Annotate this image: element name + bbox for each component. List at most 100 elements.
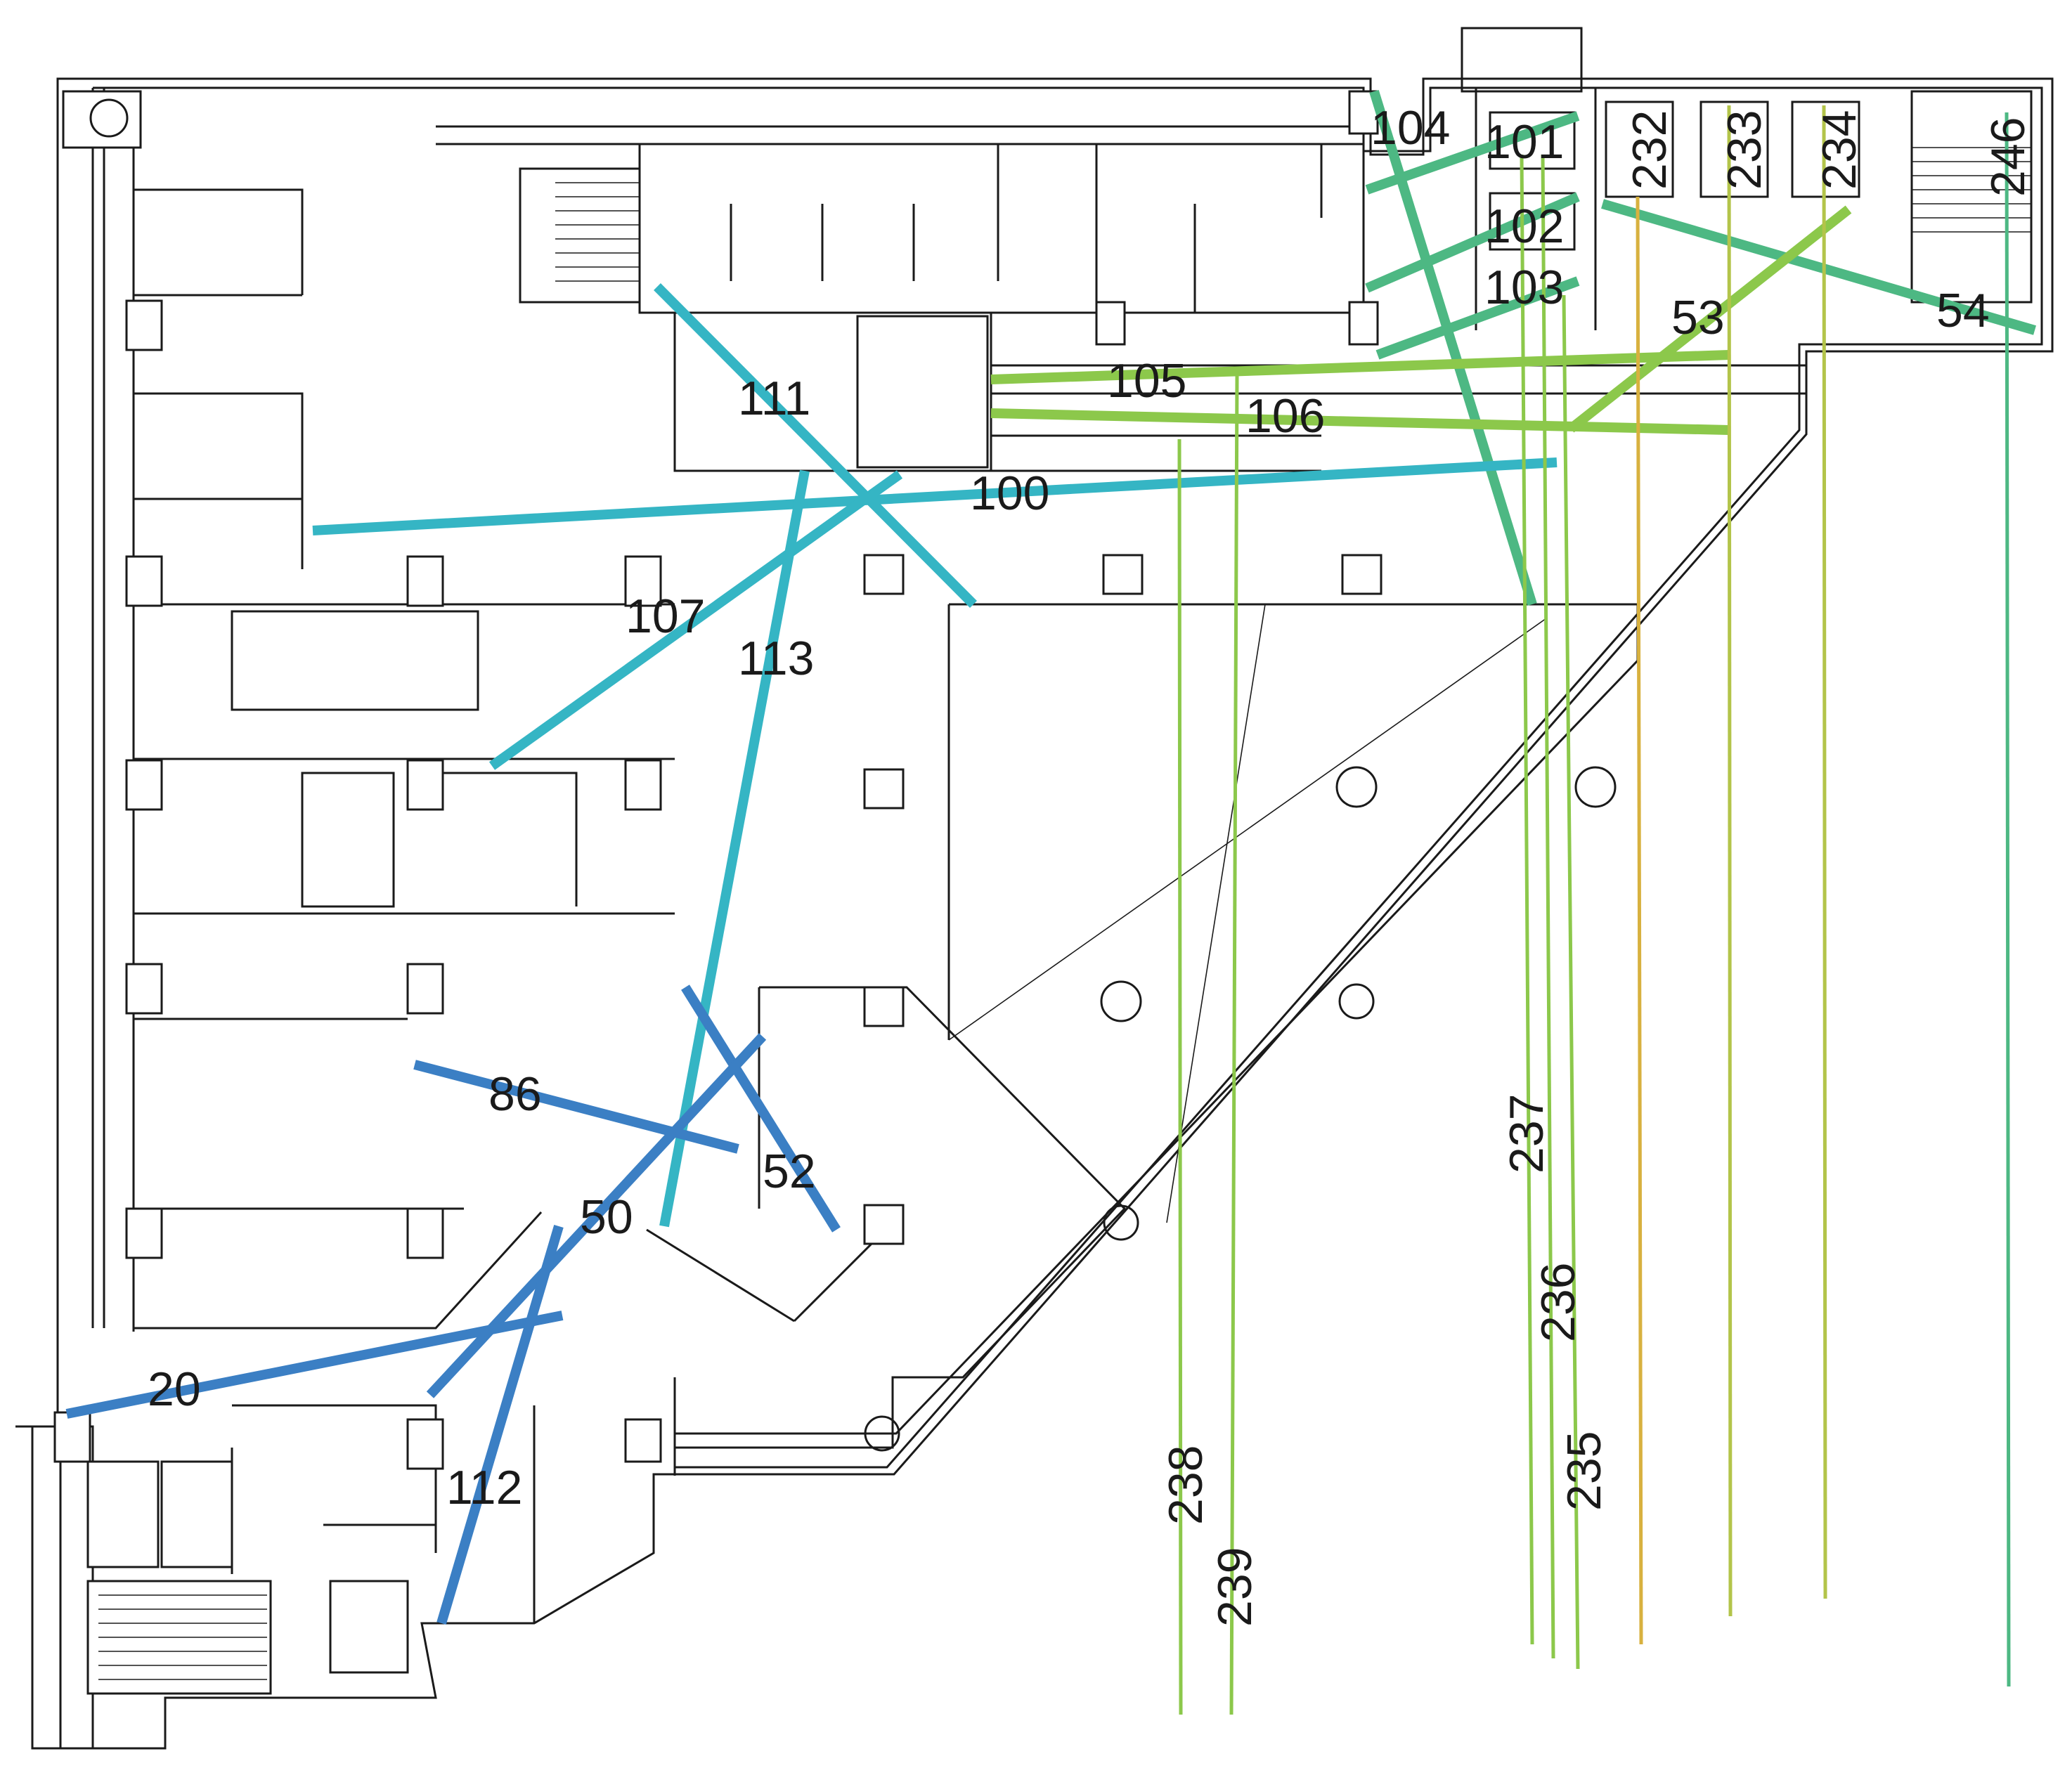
column-tl	[89, 98, 129, 138]
office-row-top-dividers	[730, 144, 1323, 313]
atrium-diagonal-a	[948, 618, 1547, 1041]
column	[863, 554, 905, 595]
ray-105	[990, 350, 1730, 384]
label-234: 234	[1813, 110, 1866, 190]
column	[125, 963, 163, 1015]
stair-right-treads	[1912, 147, 2031, 233]
column	[406, 759, 444, 811]
ray-233	[1727, 105, 1733, 1617]
column	[125, 299, 163, 351]
labels-layer: 104 101 102 103 232 233 234 246 53 54 10…	[148, 101, 2035, 1627]
shaft-walls	[1475, 88, 1597, 330]
elevator-bl2	[160, 1460, 233, 1568]
atrium-column	[1338, 983, 1375, 1020]
outer-wall-inner	[93, 86, 2043, 1469]
column	[53, 1411, 91, 1463]
column	[406, 1418, 444, 1470]
label-107: 107	[626, 590, 705, 643]
column	[1095, 301, 1126, 346]
label-106: 106	[1245, 389, 1325, 443]
atrium-column	[864, 1415, 900, 1452]
ray-52	[681, 984, 841, 1233]
ray-107	[488, 470, 903, 770]
bottom-left-rooms	[231, 1404, 536, 1623]
stair-right	[1910, 90, 2033, 304]
column	[1341, 554, 1383, 595]
left-wall	[91, 88, 135, 1332]
elevator-r2	[1699, 100, 1769, 198]
inner-office-block	[231, 610, 578, 908]
office-row-top	[638, 143, 1365, 314]
ray-235	[1562, 294, 1580, 1670]
label-52: 52	[763, 1145, 816, 1198]
ray-238	[1177, 438, 1183, 1715]
label-105: 105	[1107, 354, 1186, 408]
column	[406, 555, 444, 607]
label-100: 100	[970, 467, 1049, 520]
core-room	[856, 315, 989, 469]
column	[863, 768, 905, 810]
elevator-bl1	[86, 1460, 160, 1568]
label-232: 232	[1623, 110, 1676, 190]
ray-106	[990, 408, 1730, 435]
label-53: 53	[1671, 291, 1725, 344]
ray-112	[436, 1225, 564, 1625]
ray-239	[1229, 375, 1239, 1715]
column	[125, 555, 163, 607]
stair-bl-treads	[98, 1594, 267, 1680]
elevator-r1	[1605, 100, 1674, 198]
ray-232	[1636, 196, 1643, 1645]
column	[406, 963, 444, 1015]
column	[1102, 554, 1144, 595]
label-54: 54	[1936, 284, 1990, 337]
ray-113	[659, 469, 810, 1228]
label-86: 86	[488, 1067, 542, 1121]
stair-tl	[519, 167, 641, 304]
column	[624, 759, 662, 811]
column	[406, 1207, 444, 1259]
column	[125, 759, 163, 811]
atrium	[673, 603, 1639, 1476]
ray-86	[413, 1060, 739, 1154]
label-50: 50	[580, 1190, 633, 1244]
diamond-inner	[646, 1221, 894, 1322]
shaft-tower	[1461, 27, 1583, 93]
atrium-diagonal-b	[1166, 604, 1266, 1223]
column	[624, 1418, 662, 1463]
top-corridor-wall	[436, 125, 1349, 145]
elevator-bl3	[329, 1580, 409, 1674]
ray-100	[312, 457, 1558, 535]
label-233: 233	[1718, 110, 1771, 190]
label-103: 103	[1484, 261, 1564, 314]
label-20: 20	[148, 1363, 201, 1416]
atrium-column	[1574, 766, 1617, 808]
label-101: 101	[1484, 115, 1564, 169]
label-235: 235	[1558, 1431, 1611, 1511]
left-offices	[134, 188, 675, 1330]
label-239: 239	[1208, 1547, 1262, 1627]
ray-53	[1567, 205, 1852, 433]
rays-layer	[65, 89, 2036, 1715]
ray-101	[1365, 111, 1580, 195]
ray-111	[654, 283, 977, 608]
label-238: 238	[1159, 1445, 1212, 1525]
ray-246	[2005, 112, 2011, 1687]
walls-layer	[15, 27, 2054, 1750]
label-236: 236	[1532, 1263, 1585, 1342]
elevator-tl	[62, 90, 142, 149]
atrium-column	[1335, 766, 1378, 808]
ray-234	[1822, 105, 1827, 1599]
column	[125, 1207, 163, 1259]
label-102: 102	[1484, 200, 1564, 253]
ray-54	[1601, 199, 2036, 335]
stair-tl-treads	[555, 182, 640, 282]
column	[624, 555, 662, 607]
ray-20	[65, 1311, 564, 1419]
ray-237	[1520, 154, 1534, 1645]
column	[1348, 301, 1379, 346]
label-104: 104	[1371, 101, 1450, 155]
label-112: 112	[446, 1461, 522, 1514]
label-237: 237	[1500, 1094, 1553, 1174]
column	[863, 1204, 905, 1245]
